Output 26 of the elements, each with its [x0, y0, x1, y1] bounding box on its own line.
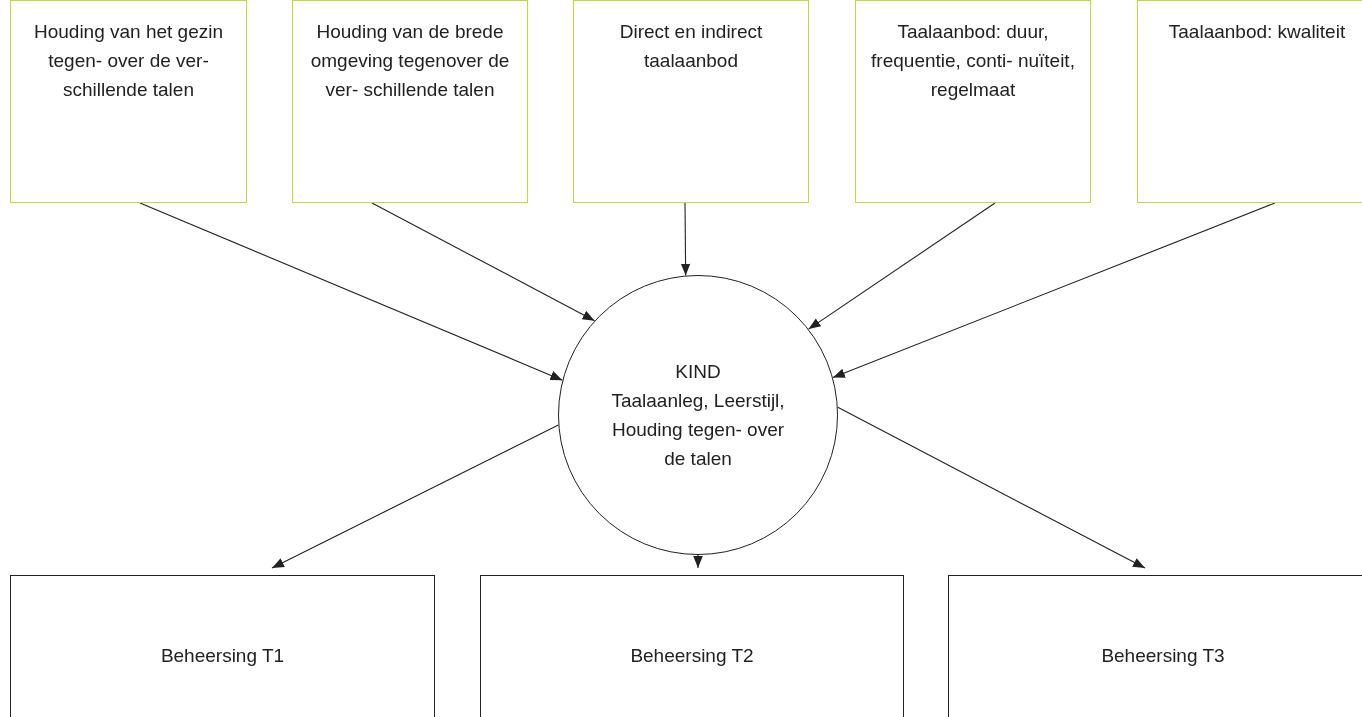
factor-box [573, 0, 809, 203]
node-text: Taalaanbod: kwaliteit [1168, 20, 1346, 44]
factor-box [10, 0, 247, 203]
arrow [837, 406, 1146, 569]
node-text: KIND [675, 360, 721, 384]
factor-box [292, 0, 528, 203]
arrow [680, 202, 691, 277]
node-text: Beheersing T1 [160, 644, 285, 668]
outcome-box [948, 575, 1362, 717]
node-text: Houding van de brede omgeving tegenover de ver- schillende talen [309, 20, 511, 102]
node-text: Direct en indirect taalaanbod [618, 20, 764, 73]
arrow [139, 202, 563, 381]
node-text: Taalaanbod: duur, frequentie, conti- nuïteit, regelmaat [870, 20, 1076, 102]
arrow [693, 554, 703, 569]
arrow [271, 424, 559, 569]
node-text: Beheersing T2 [630, 644, 754, 668]
factor-box [855, 0, 1091, 203]
arrow [832, 202, 1276, 379]
node-text: Taalaanleg, Leerstijl, Houding tegen- over de talen [610, 389, 786, 471]
factor-box [1137, 0, 1362, 203]
arrow [808, 202, 996, 330]
arrow [371, 202, 596, 322]
node-text: Beheersing T3 [1101, 644, 1225, 668]
outcome-box [10, 575, 435, 717]
outcome-box [480, 575, 904, 717]
node-text: Houding van het gezin tegen- over de ver- schillende talen [32, 20, 225, 102]
